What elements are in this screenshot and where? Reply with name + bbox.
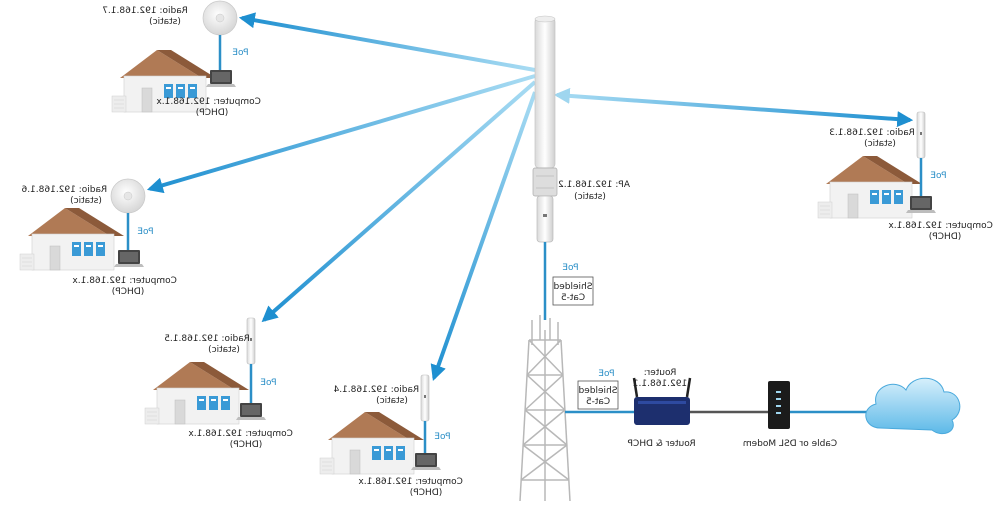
client-site-1: Radio: 192.168.1.7 (static) PoE Computer…: [102, 0, 261, 118]
house-icon: [817, 155, 923, 219]
ap-bracket: [532, 167, 558, 197]
tower: [519, 315, 571, 502]
house-icon: [144, 361, 250, 425]
client-site-3: Radio: 192.168.1.5 (static) PoE Computer…: [144, 317, 293, 450]
client-site-5: Radio: 192.168.1.3 (static) PoE Computer…: [817, 111, 993, 242]
access-point: AP: 192.168.1.2 (static) PoE Shielded Ca…: [532, 15, 630, 320]
omni-antenna-icon: [534, 17, 556, 169]
router: Router: 192.168.1.1 Router & DHCP: [627, 368, 696, 449]
house-icon: [319, 411, 425, 475]
link-radio-5: [553, 87, 914, 128]
tower-poe-label: PoE: [598, 369, 615, 379]
computer-label: Computer: 192.168.1.x: [156, 97, 261, 107]
dish-radio-icon: [110, 178, 146, 214]
ap-radio-icon: [536, 195, 554, 243]
stick-radio-icon: [420, 374, 430, 422]
poe-label: PoE: [930, 171, 947, 181]
radio-mode: (static): [208, 345, 240, 355]
computer-mode: (DHCP): [112, 287, 144, 297]
link-radio-2: [146, 74, 536, 194]
laptop-icon: [114, 250, 144, 267]
radio-label: Radio: 192.168.1.5: [164, 334, 250, 344]
dish-radio-icon: [202, 0, 238, 36]
ap-label: AP: 192.168.1.2: [558, 180, 630, 190]
poe-label: PoE: [137, 227, 154, 237]
poe-label: PoE: [434, 432, 451, 442]
router-ip: 192.168.1.1: [633, 379, 687, 389]
computer-mode: (DHCP): [230, 440, 262, 450]
ap-mode: (static): [574, 192, 606, 202]
link-radio-4: [430, 91, 537, 382]
radio-label: Radio: 192.168.1.4: [333, 385, 419, 395]
tower-cable-line2: Cat-5: [586, 397, 610, 407]
poe-label: PoE: [232, 48, 249, 58]
ap-cable-box: [552, 276, 594, 306]
link-radio-1: [238, 12, 536, 72]
ap-cable-line2: Cat-5: [561, 293, 585, 303]
tower-cable-line1: Shielded: [579, 386, 618, 396]
radio-label: Radio: 192.168.1.7: [102, 6, 188, 16]
laptop-icon: [906, 196, 936, 213]
laptop-icon: [411, 453, 441, 470]
ap-cable-line1: Shielded: [554, 282, 593, 292]
laptop-icon: [236, 403, 266, 420]
radio-mode: (static): [376, 396, 408, 406]
router-caption: Router & DHCP: [627, 439, 696, 449]
computer-label: Computer: 192.168.1.x: [888, 221, 993, 231]
computer-label: Computer: 192.168.1.x: [72, 276, 177, 286]
house-icon: [19, 207, 125, 271]
computer-label: Computer: 192.168.1.x: [358, 477, 463, 487]
tower-uplink: PoE Shielded Cat-5: [565, 369, 634, 414]
client-site-4: Radio: 192.168.1.4 (static) PoE Computer…: [319, 374, 463, 498]
stick-radio-icon: [916, 111, 926, 159]
modem-caption: Cable or DSL Modem: [743, 439, 837, 449]
radio-mode: (static): [149, 17, 181, 27]
tower-cable-box: [577, 380, 619, 410]
radio-mode: (static): [70, 196, 102, 206]
wireless-links: [146, 12, 914, 382]
ap-poe-label: PoE: [562, 263, 579, 273]
router-title: Router:: [644, 368, 677, 378]
modem: Cable or DSL Modem: [743, 381, 837, 449]
computer-label: Computer: 192.168.1.x: [188, 429, 293, 439]
poe-label: PoE: [260, 378, 277, 388]
computer-mode: (DHCP): [196, 108, 228, 118]
computer-mode: (DHCP): [929, 232, 961, 242]
laptop-icon: [206, 70, 236, 87]
computer-mode: (DHCP): [410, 488, 442, 498]
client-site-2: Radio: 192.168.1.6 (static) PoE Computer…: [19, 178, 177, 297]
radio-mode: (static): [864, 139, 896, 149]
link-radio-3: [261, 80, 537, 323]
radio-label: Radio: 192.168.1.6: [21, 185, 107, 195]
radio-label: Radio: 192.168.1.3: [829, 128, 915, 138]
internet-cloud-icon: [865, 377, 961, 435]
